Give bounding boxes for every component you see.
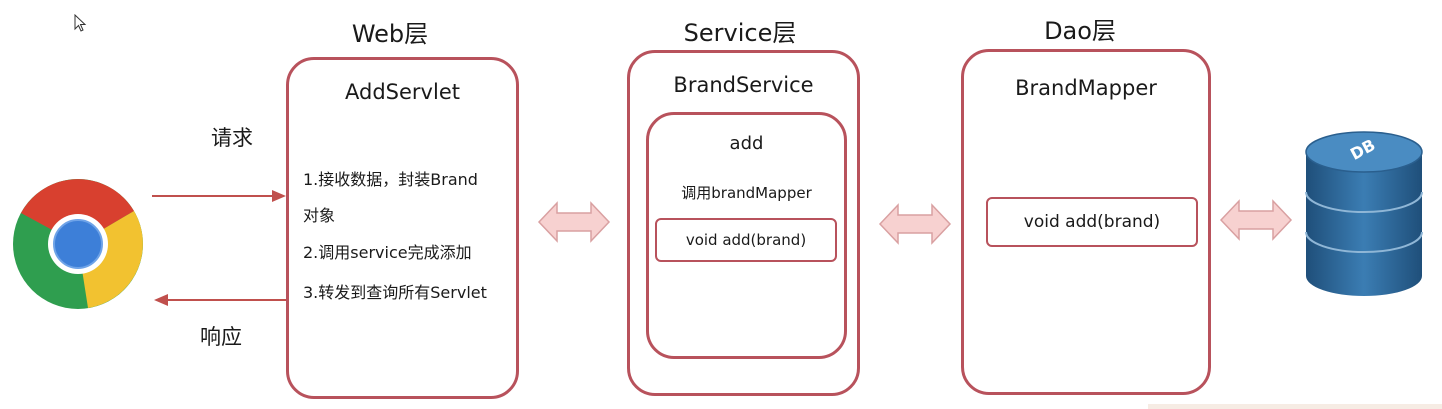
database-icon: DB <box>1302 128 1426 300</box>
step-3: 3.转发到查询所有Servlet <box>303 283 487 302</box>
service-layer-title: Service层 <box>683 19 797 47</box>
brand-mapper-box: BrandMapper void add(brand) <box>961 49 1211 395</box>
brand-mapper-title: BrandMapper <box>1015 76 1157 100</box>
web-service-double-arrow <box>537 201 611 243</box>
mapper-add-signature: void add(brand) <box>1023 212 1161 232</box>
dao-db-double-arrow <box>1219 199 1293 241</box>
chrome-icon <box>13 179 143 309</box>
add-method-box: add 调用brandMapper void add(brand) <box>646 112 847 359</box>
mouse-cursor-icon <box>74 14 87 32</box>
step-1: 1.接收数据，封装Brand <box>303 170 478 189</box>
request-arrow <box>152 190 286 202</box>
call-mapper-text: 调用brandMapper <box>681 184 812 202</box>
add-servlet-title: AddServlet <box>345 80 460 104</box>
dao-layer-title: Dao层 <box>1044 17 1116 45</box>
brand-service-title: BrandService <box>673 73 814 97</box>
response-arrow <box>154 294 288 306</box>
add-servlet-box: AddServlet 1.接收数据，封装Brand 对象 2.调用service… <box>286 57 519 399</box>
step-1-continued: 对象 <box>303 206 336 225</box>
mapper-add-signature-box: void add(brand) <box>986 197 1198 247</box>
step-2: 2.调用service完成添加 <box>303 243 472 262</box>
service-dao-double-arrow <box>878 203 952 245</box>
request-label: 请求 <box>211 126 253 150</box>
add-method-name: add <box>729 133 764 154</box>
web-layer-title: Web层 <box>351 20 429 48</box>
bottom-edge-strip <box>1148 404 1442 409</box>
response-label: 响应 <box>200 325 242 349</box>
service-add-signature-box: void add(brand) <box>655 218 837 262</box>
service-add-signature: void add(brand) <box>685 231 807 249</box>
brand-service-box: BrandService add 调用brandMapper void add(… <box>627 50 860 396</box>
